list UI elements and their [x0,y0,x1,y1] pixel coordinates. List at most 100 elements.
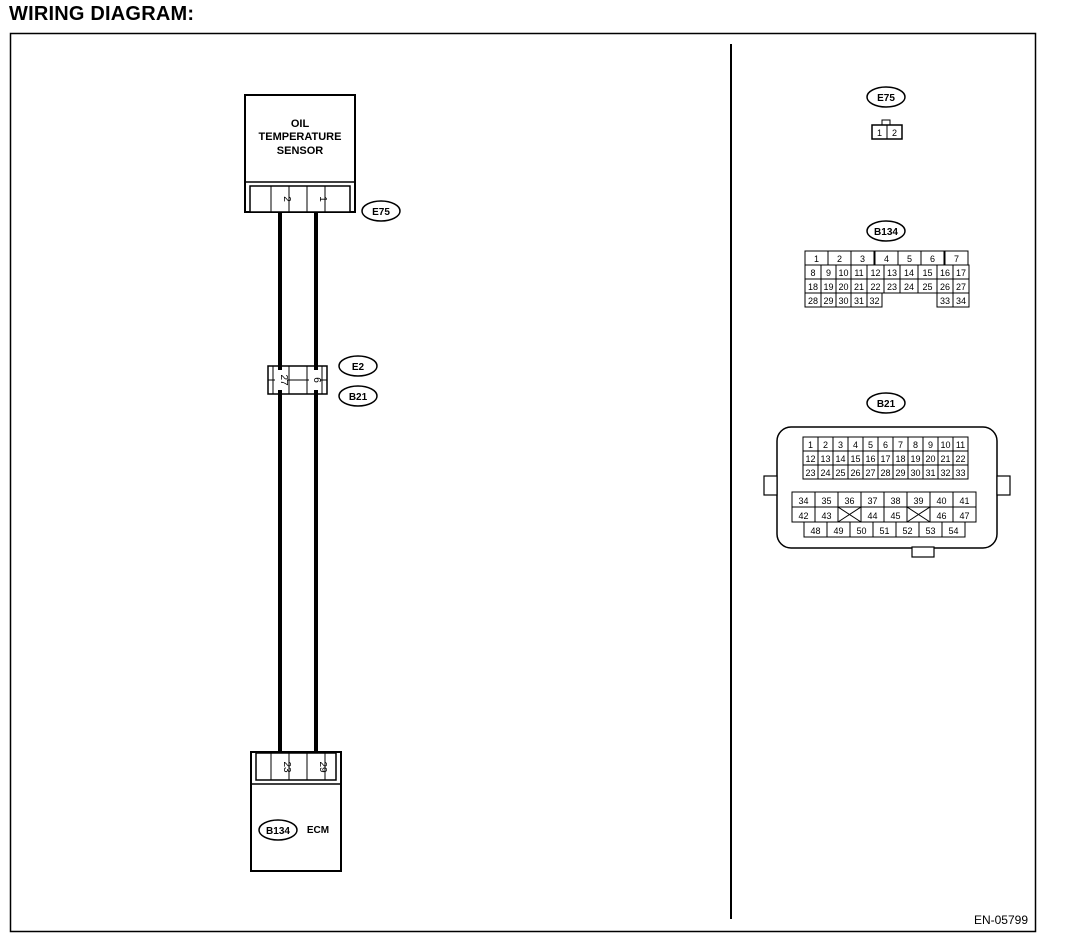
b21-pin-20: 20 [925,454,935,464]
b21-pin-32: 32 [940,468,950,478]
b21-pin-17: 17 [880,454,890,464]
b134-pin-11: 11 [854,268,863,278]
b134-pin-16: 16 [940,268,950,278]
b134-view-tag: B134 [866,220,906,242]
joint-pin-27: 27 [278,374,289,386]
b134-pin-27: 27 [956,282,966,292]
b21-pin-45: 45 [890,511,900,521]
sensor-name-line-1: OIL [291,118,310,130]
b21-pin-1: 1 [808,440,813,450]
b134-pin-6: 6 [930,254,935,264]
pin-cell [952,464,969,480]
joint-connector: 27 6 [267,365,328,395]
b21-pin-28: 28 [880,468,890,478]
b134-pin-28: 28 [808,296,818,306]
sensor-name-line-2: TEMPERATURE [259,131,342,143]
b21-pin-30: 30 [910,468,920,478]
b21-pin-47: 47 [959,511,969,521]
b21-pin-37: 37 [867,496,877,506]
b21-pin-31: 31 [925,468,935,478]
sensor-name-line-3: SENSOR [277,145,324,157]
ecm-connector: 23 29 [255,752,337,781]
b21-pin-2: 2 [823,440,828,450]
b134-pin-9: 9 [826,268,831,278]
b134-pin-3: 3 [860,254,865,264]
joint-pin-6: 6 [311,377,322,383]
b134-pin-34: 34 [956,296,966,306]
svg-text:B134: B134 [266,826,290,837]
ecm-connector-tag: B134 [258,819,298,841]
joint-connector-tag-top: E2 [338,355,378,377]
b21-pin-44: 44 [867,511,877,521]
b21-pin-46: 46 [936,511,946,521]
b21-pin-34: 34 [798,496,808,506]
b21-pin-12: 12 [805,454,815,464]
b21-pin-4: 4 [853,440,858,450]
b21-pin-7: 7 [898,440,903,450]
b134-pin-29: 29 [823,296,833,306]
b134-pin-7: 7 [954,254,959,264]
b21-pin-25: 25 [835,468,845,478]
b134-pin-1: 1 [814,254,819,264]
b21-pin-13: 13 [820,454,830,464]
b134-pin-19: 19 [823,282,833,292]
blank-pin-cross [906,506,931,523]
b21-pin-29: 29 [895,468,905,478]
svg-text:E75: E75 [877,93,895,104]
svg-text:B21: B21 [349,392,368,403]
pin-cell [941,521,966,538]
b134-pin-13: 13 [887,268,897,278]
e75-face-pin-2: 2 [892,128,897,138]
pin-cell [952,292,970,308]
e75-face-pin-1: 1 [877,128,882,138]
b21-pin-22: 22 [955,454,965,464]
b21-pin-54: 54 [948,526,958,536]
b21-pin-9: 9 [928,440,933,450]
b21-pin-38: 38 [890,496,900,506]
b134-pin-4: 4 [884,254,889,264]
b134-pin-23: 23 [887,282,897,292]
b134-pin-8: 8 [810,268,815,278]
b21-pin-50: 50 [856,526,866,536]
b134-pin-32: 32 [869,296,879,306]
pin-cell [866,292,883,308]
b21-pin-19: 19 [910,454,920,464]
b134-pin-31: 31 [854,296,864,306]
b21-pin-33: 33 [955,468,965,478]
b21-pin-18: 18 [895,454,905,464]
b21-view-tag: B21 [866,392,906,414]
b21-pin-15: 15 [850,454,860,464]
ecm-pin-23: 23 [281,761,292,773]
b21-pin-21: 21 [940,454,950,464]
svg-text:B21: B21 [877,399,896,410]
b134-pin-20: 20 [838,282,848,292]
b134-pin-12: 12 [870,268,880,278]
b21-pin-26: 26 [850,468,860,478]
b21-pin-40: 40 [936,496,946,506]
b21-pin-35: 35 [821,496,831,506]
b21-pin-48: 48 [810,526,820,536]
diagram-frame [9,32,1037,933]
b134-pin-26: 26 [940,282,950,292]
b134-pin-18: 18 [808,282,818,292]
b21-pin-11: 11 [956,440,965,450]
b21-pin-36: 36 [844,496,854,506]
b21-pin-42: 42 [798,511,808,521]
b21-pin-10: 10 [940,440,950,450]
joint-connector-tag-bottom: B21 [338,385,378,407]
b134-pin-22: 22 [870,282,880,292]
b21-pin-6: 6 [883,440,888,450]
b134-pin-24: 24 [904,282,914,292]
b21-pin-27: 27 [865,468,875,478]
b21-pin-23: 23 [805,468,815,478]
ecm-label: ECM [307,825,329,836]
b21-pin-14: 14 [835,454,845,464]
b21-pin-8: 8 [913,440,918,450]
sensor-connector-tag: E75 [361,200,401,222]
sensor-pin-2: 2 [281,196,292,202]
b21-pin-39: 39 [913,496,923,506]
ecm-pin-29: 29 [317,761,328,773]
